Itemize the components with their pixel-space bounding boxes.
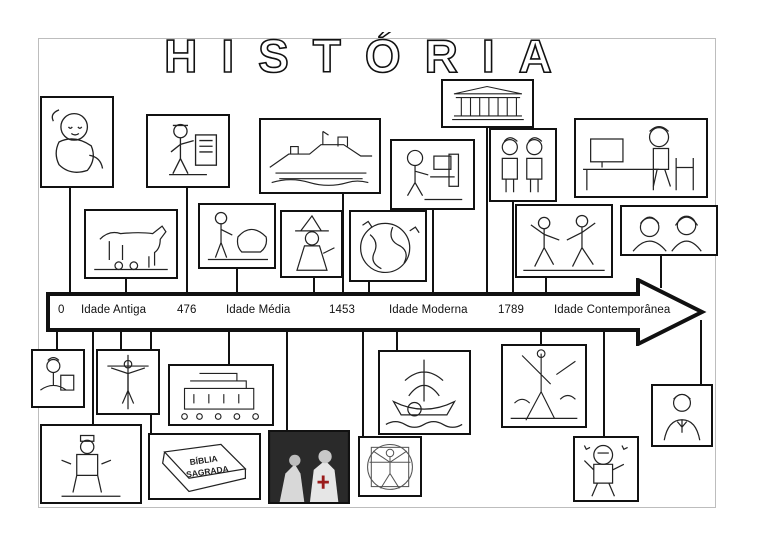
- title-text: HISTÓRIA: [164, 32, 576, 80]
- timeline-label-0: 0: [58, 304, 65, 316]
- witch-drawing-icon: [280, 210, 343, 278]
- vitruvian-man-drawing-icon: [358, 436, 422, 497]
- astronaut-drawing-icon: [573, 436, 639, 502]
- ancient-city-drawing-icon: [259, 118, 381, 194]
- medieval-worker-drawing-icon: [198, 203, 276, 269]
- child-at-computer-drawing-icon: [390, 139, 475, 210]
- connector-line: [603, 330, 605, 436]
- timeline-arrow: [46, 278, 707, 346]
- person-at-desk-drawing-icon: [574, 118, 708, 198]
- she-wolf-drawing-icon: [84, 209, 178, 279]
- prehistoric-worker-drawing-icon: [146, 114, 230, 188]
- connector-line: [236, 268, 238, 296]
- connector-line: [125, 278, 127, 296]
- connector-line: [512, 200, 514, 296]
- connector-line: [660, 256, 662, 288]
- connector-line: [286, 330, 288, 430]
- portraits-drawing-icon: [620, 205, 718, 256]
- revolution-dancers-drawing-icon: [515, 204, 613, 278]
- bible-title-line1: BÍBLIA: [189, 453, 218, 467]
- connector-line: [486, 128, 488, 296]
- greek-temple-drawing-icon: [441, 79, 534, 128]
- connector-line: [56, 330, 58, 350]
- children-drawing-icon: [489, 128, 557, 202]
- connector-line: [432, 210, 434, 296]
- connector-line: [69, 186, 71, 296]
- baby-drawing-icon: [40, 96, 114, 188]
- noahs-ark-drawing-icon: [168, 364, 274, 426]
- globe-drawing-icon: [349, 210, 427, 282]
- connector-line: [545, 276, 547, 296]
- child-reading-drawing-icon: [31, 349, 85, 408]
- connector-line: [368, 282, 370, 296]
- connector-line: [92, 330, 94, 430]
- timeline-label-idade-antiga: Idade Antiga: [81, 304, 147, 316]
- timeline-label-idade-contemporanea: Idade Contemporânea: [554, 304, 671, 316]
- timeline-label-idade-media: Idade Média: [226, 304, 291, 316]
- connector-line: [228, 330, 230, 364]
- connector-line: [396, 330, 398, 350]
- timeline-label-476: 476: [177, 304, 197, 316]
- bible-book-drawing-icon: BÍBLIA SAGRADA: [148, 433, 261, 500]
- connector-line: [313, 278, 315, 296]
- crusader-photo-icon: [268, 430, 350, 504]
- timeline-label-1789: 1789: [498, 304, 524, 316]
- connector-line: [186, 188, 188, 296]
- connector-line: [362, 330, 364, 436]
- caravel-ship-drawing-icon: [378, 350, 471, 435]
- seated-king-drawing-icon: [40, 424, 142, 504]
- timeline-label-idade-moderna: Idade Moderna: [389, 304, 468, 316]
- connector-line: [700, 320, 702, 384]
- timeline-label-1453: 1453: [329, 304, 355, 316]
- connector-line: [540, 330, 542, 344]
- crucifix-drawing-icon: [96, 349, 160, 415]
- revolution-battle-drawing-icon: [501, 344, 587, 428]
- man-in-suit-drawing-icon: [651, 384, 713, 447]
- page-title: HISTÓRIA: [163, 32, 576, 80]
- connector-line: [342, 193, 344, 296]
- connector-line: [120, 330, 122, 350]
